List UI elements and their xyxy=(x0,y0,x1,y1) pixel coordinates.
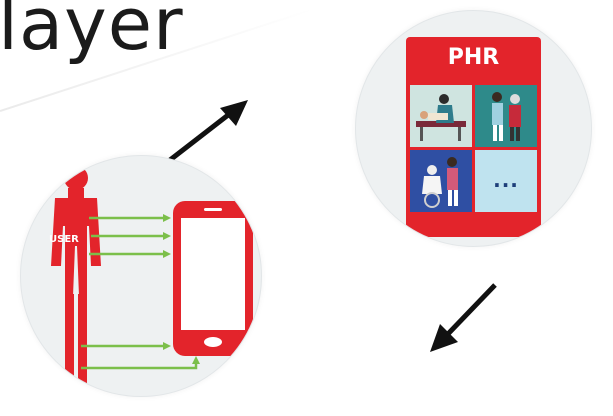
caregiver-tile xyxy=(410,150,472,212)
arrow-down-left-icon xyxy=(430,285,495,352)
more-tile: ... xyxy=(475,150,537,212)
arrow-up-right-icon xyxy=(170,100,248,160)
physiotherapy-tile xyxy=(410,85,472,147)
more-icon: ... xyxy=(475,168,537,192)
phr-circle: PHR xyxy=(355,10,592,247)
physiotherapy-icon xyxy=(410,85,472,147)
phr-title: PHR xyxy=(406,45,541,70)
user-phone-illustration xyxy=(21,156,261,396)
elderly-care-icon xyxy=(475,85,537,147)
user-label: USER xyxy=(49,234,79,245)
user-phone-circle: USER xyxy=(20,155,262,397)
elderly-care-tile xyxy=(475,85,537,147)
human-silhouette-icon xyxy=(51,166,101,384)
caregiver-icon xyxy=(410,150,472,212)
phone-icon xyxy=(173,201,253,356)
phr-card: PHR xyxy=(406,37,541,237)
